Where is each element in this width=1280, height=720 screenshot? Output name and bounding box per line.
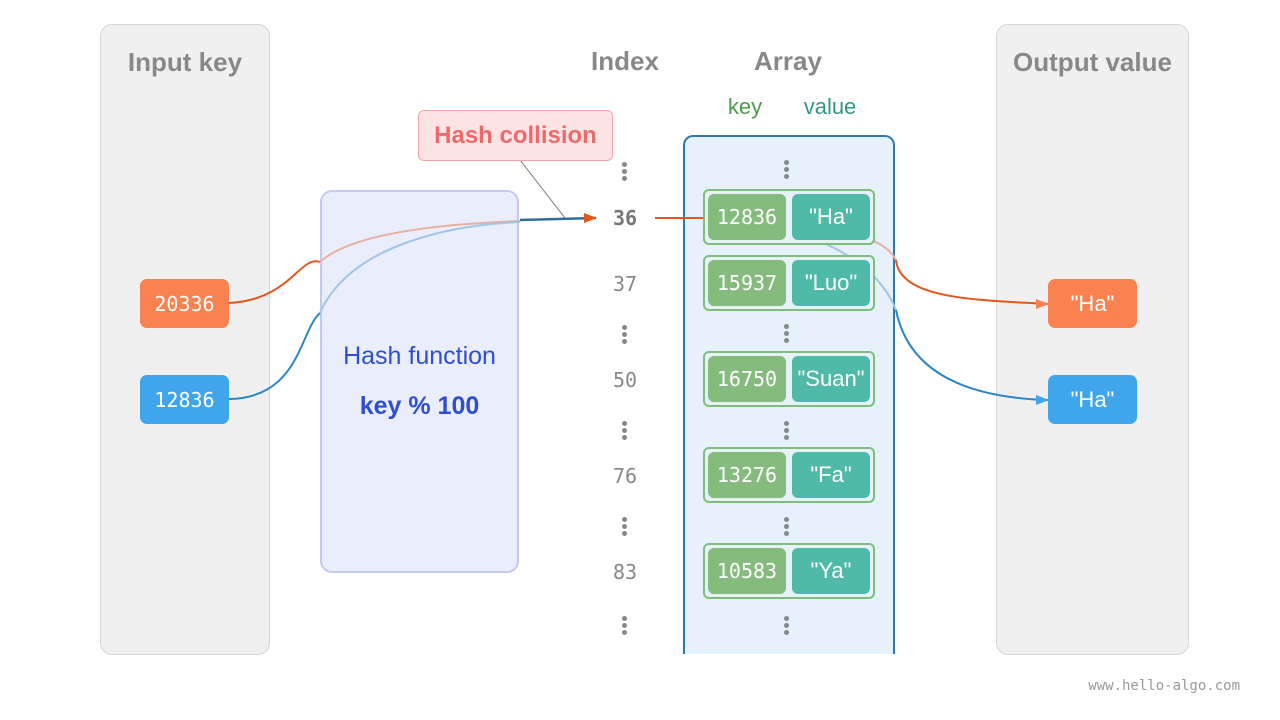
bucket-key: 13276	[708, 452, 786, 498]
merged-collision-line	[519, 216, 597, 222]
array-key-header: key	[727, 94, 763, 119]
index-ellipsis-icon	[622, 517, 628, 538]
bucket-83: 10583 "Ya"	[703, 543, 875, 599]
index-ellipsis-icon	[622, 421, 628, 442]
bucket-value: "Ha"	[792, 194, 870, 240]
hash-function-box: Hash function key % 100	[320, 190, 519, 573]
input-key-20336: 20336	[140, 279, 229, 328]
bucket-value: "Ya"	[792, 548, 870, 594]
index-83: 83	[612, 560, 638, 584]
watermark: www.hello-algo.com	[1088, 678, 1240, 694]
index-title: Index	[591, 46, 659, 76]
output-value-title: Output value	[1013, 47, 1172, 77]
output-value-panel: Output value	[996, 24, 1189, 655]
array-title: Array	[754, 46, 822, 76]
array-ellipsis-icon	[784, 421, 790, 442]
index-37: 37	[612, 272, 638, 296]
array-ellipsis-icon	[784, 517, 790, 538]
bucket-key: 16750	[708, 356, 786, 402]
array-ellipsis-icon	[784, 324, 790, 345]
array-ellipsis-icon	[784, 160, 790, 181]
index-ellipsis-icon	[622, 616, 628, 637]
input-key-title: Input key	[127, 47, 243, 77]
bucket-value: "Suan"	[792, 356, 870, 402]
array-value-header: value	[803, 94, 857, 119]
bucket-value: "Luo"	[792, 260, 870, 306]
index-36: 36	[612, 206, 638, 230]
input-key-panel: Input key	[100, 24, 270, 655]
array-ellipsis-icon	[784, 616, 790, 637]
hash-function-title: Hash function	[343, 342, 496, 370]
bucket-36: 12836 "Ha"	[703, 189, 875, 245]
bucket-key: 15937	[708, 260, 786, 306]
hash-collision-label: Hash collision	[418, 110, 613, 161]
input-key-12836: 12836	[140, 375, 229, 424]
index-ellipsis-icon	[622, 162, 628, 183]
bucket-37: 15937 "Luo"	[703, 255, 875, 311]
output-value-blue: "Ha"	[1048, 375, 1137, 424]
bucket-key: 10583	[708, 548, 786, 594]
collision-pointer-line	[519, 159, 566, 219]
index-ellipsis-icon	[622, 325, 628, 346]
index-50: 50	[612, 368, 638, 392]
bucket-76: 13276 "Fa"	[703, 447, 875, 503]
output-value-orange: "Ha"	[1048, 279, 1137, 328]
bucket-value: "Fa"	[792, 452, 870, 498]
bucket-key: 12836	[708, 194, 786, 240]
hash-function-formula: key % 100	[359, 392, 480, 420]
bucket-50: 16750 "Suan"	[703, 351, 875, 407]
index-76: 76	[612, 464, 638, 488]
